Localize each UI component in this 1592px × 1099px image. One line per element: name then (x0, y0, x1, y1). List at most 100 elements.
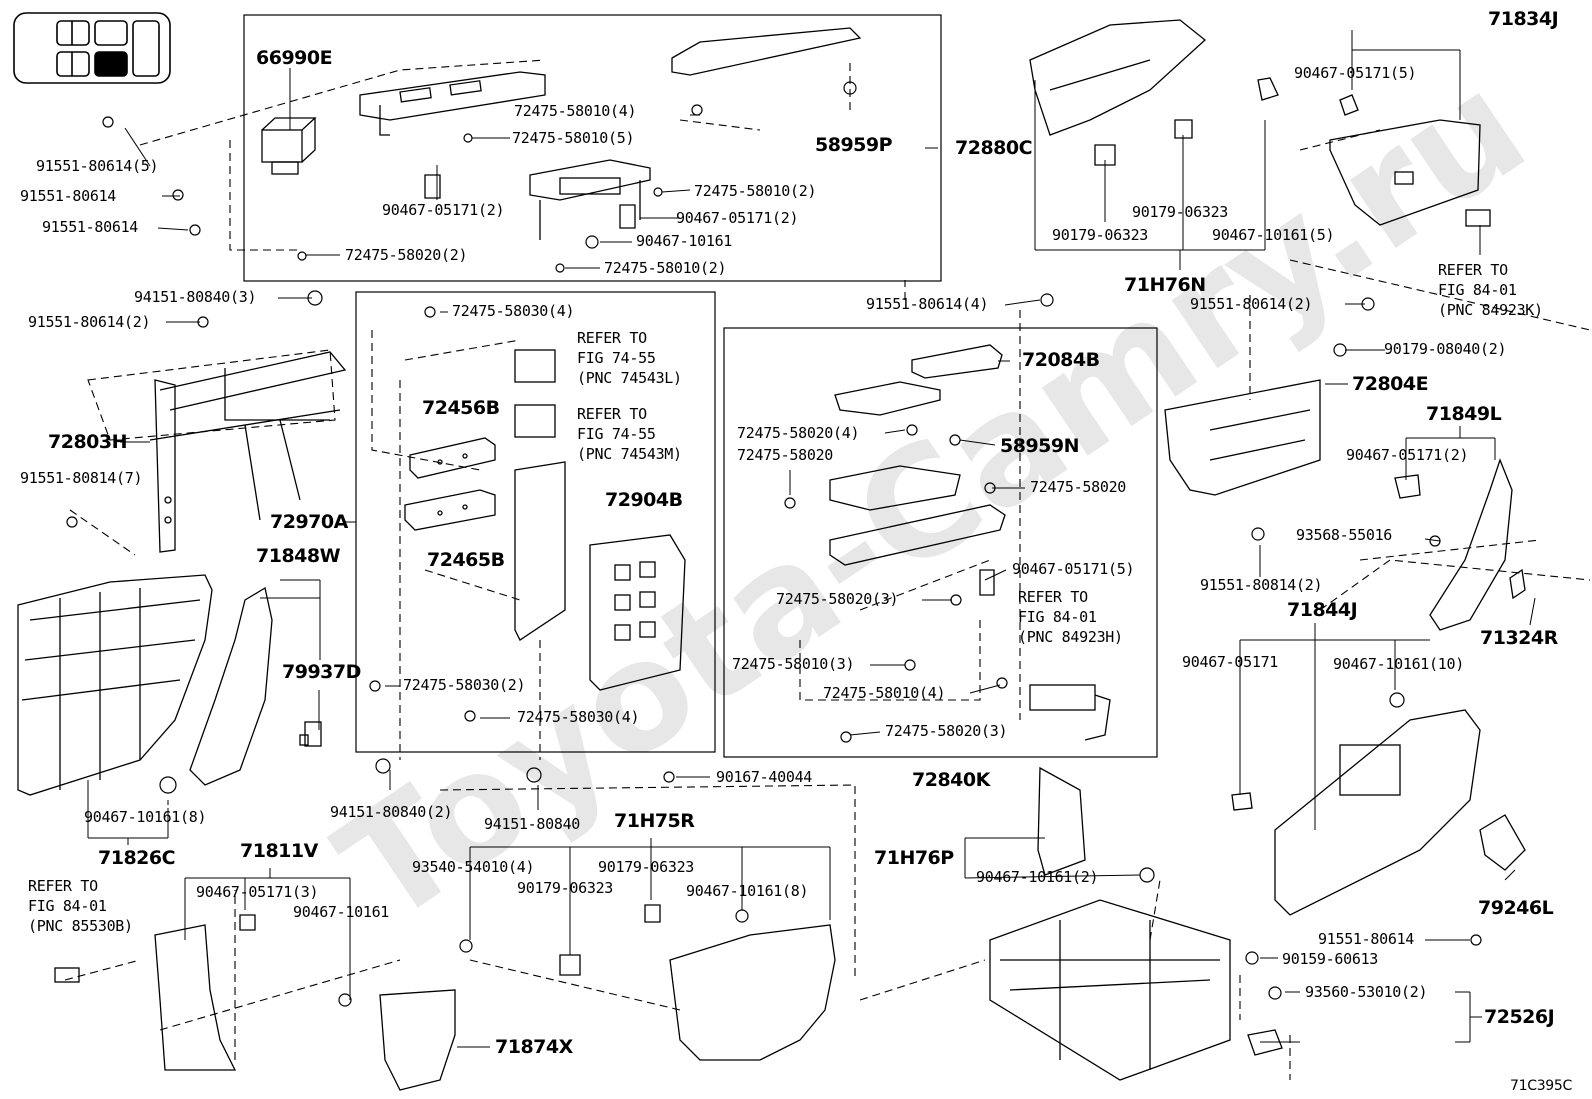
label-58959P: 58959P (815, 134, 893, 156)
label-71848W: 71848W (256, 545, 341, 567)
label-72465B: 72465B (427, 549, 505, 571)
cap-72526J-part (1247, 1029, 1283, 1056)
switch-84923H-part (1029, 684, 1111, 741)
label-79937D: 79937D (282, 661, 361, 683)
tray-part (834, 381, 941, 416)
ref-84923K: REFER TO FIG 84-01 (PNC 84923K) (1438, 261, 1543, 319)
clip-85530B-part (54, 967, 80, 983)
label-90467-05171: 90467-05171 (1182, 653, 1279, 671)
label-72475-58030-2: 72475-58030(2) (403, 676, 526, 694)
ref-panel-74543L-part (514, 349, 556, 383)
clip-icon (585, 235, 599, 249)
clip-icon (459, 939, 473, 953)
clips-misc (239, 77, 1421, 976)
duct-71811V-part (154, 924, 237, 1071)
clip-icon (949, 434, 961, 446)
screw-icon (1268, 986, 1282, 1000)
label-72475-58020-4: 72475-58020(4) (737, 424, 860, 442)
clip-icon (735, 909, 749, 923)
bracket-72465B-part (404, 489, 496, 531)
label-94151-80840-2: 94151-80840(2) (330, 803, 453, 821)
label-58959N: 58959N (1000, 435, 1080, 457)
label-90467-05171-2a: 90467-05171(2) (382, 201, 505, 219)
side-panel-71848W-part (189, 586, 273, 786)
panel-72904B-part (514, 461, 566, 641)
label-90179-06323-d: 90179-06323 (1052, 226, 1149, 244)
label-72475-58020-3b: 72475-58020(3) (885, 722, 1008, 740)
screw-icon (906, 424, 918, 436)
ref-84923H: REFER TO FIG 84-01 (PNC 84923H) (1018, 588, 1123, 646)
screw-icon (197, 316, 209, 328)
screw-icon (653, 187, 663, 197)
label-72475-58010-2a: 72475-58010(2) (694, 182, 817, 200)
label-72475-58030-4a: 72475-58030(4) (452, 302, 575, 320)
screw-icon (840, 731, 852, 743)
label-91551-80614-2b: 91551-80614(2) (1190, 295, 1313, 313)
screw-icon (904, 659, 916, 671)
screw-icon (102, 116, 114, 128)
label-71324R: 71324R (1480, 627, 1558, 649)
label-91551-80814-7: 91551-80814(7) (20, 469, 143, 487)
frame-part (589, 534, 686, 691)
upper-bracket-part (359, 71, 546, 136)
bracket-71H76P-part (1037, 766, 1086, 876)
screw-icon (66, 516, 78, 528)
label-71H76N: 71H76N (1124, 274, 1206, 296)
bracket-72456B-part (409, 437, 496, 479)
screw-icon (1251, 527, 1265, 541)
panel-71H75R-part (669, 924, 836, 1061)
label-72475-58020-3a: 72475-58020(3) (776, 590, 899, 608)
label-90179-08040-2: 90179-08040(2) (1384, 340, 1507, 358)
screw-icon (369, 680, 381, 692)
clip-icon (843, 81, 857, 95)
label-93540-54010-4: 93540-54010(4) (412, 858, 535, 876)
label-90159-60613: 90159-60613 (1282, 950, 1379, 968)
panel-71849L-part (1429, 458, 1513, 631)
label-90179-06323-a: 90179-06323 (598, 858, 695, 876)
ref-85530B: REFER TO FIG 84-01 (PNC 85530B) (28, 877, 133, 935)
box-71834J-part (1329, 119, 1481, 226)
label-91551-80614-2a: 91551-80614(2) (28, 313, 151, 331)
screw-icon (984, 482, 996, 494)
label-71844J: 71844J (1287, 599, 1358, 621)
screw-icon (1040, 293, 1054, 307)
label-90467-10161-8b: 90467-10161(8) (686, 882, 809, 900)
bracket-79246L-part (1479, 814, 1526, 871)
screw-icon (555, 263, 565, 273)
label-72840K: 72840K (912, 769, 990, 791)
vehicle-location-icon (13, 12, 171, 84)
dashed-leaders (64, 59, 1591, 1080)
clip-84923K-part (1465, 209, 1491, 227)
label-72475-58010-4b: 72475-58010(4) (823, 684, 946, 702)
clip-icon (159, 776, 177, 794)
label-72475-58010-4: 72475-58010(4) (514, 102, 637, 120)
nut-icon (526, 767, 542, 783)
label-90467-10161-5: 90467-10161(5) (1212, 226, 1335, 244)
console-tray-part (529, 159, 651, 240)
nut-icon (375, 758, 391, 774)
label-91551-80814-2: 91551-80814(2) (1200, 576, 1323, 594)
label-94151-80840: 94151-80840 (484, 815, 581, 833)
clip-icon (1139, 867, 1155, 883)
label-79246L: 79246L (1478, 897, 1554, 919)
screw-icon (784, 497, 796, 509)
label-91551-80614-c: 91551-80614 (1318, 930, 1415, 948)
label-72475-58020-b: 72475-58020 (1030, 478, 1127, 496)
ref-panel-74543M-part (514, 404, 556, 438)
label-71H76P: 71H76P (874, 847, 954, 869)
leader-lines (87, 30, 1536, 1048)
label-72475-58010-2b: 72475-58010(2) (604, 259, 727, 277)
nut-icon (1333, 343, 1347, 357)
screw-icon (691, 104, 703, 116)
bracket-72840K-part (829, 465, 1006, 566)
cover-71874X-part (379, 989, 456, 1091)
label-72880C: 72880C (955, 137, 1033, 159)
stay-72803H-part (149, 351, 347, 553)
screw-icon (1361, 297, 1375, 311)
label-71826C: 71826C (98, 847, 176, 869)
label-90467-10161-a: 90467-10161 (636, 232, 733, 250)
label-66990E: 66990E (256, 47, 333, 69)
label-91551-80614-b: 91551-80614 (42, 218, 139, 236)
